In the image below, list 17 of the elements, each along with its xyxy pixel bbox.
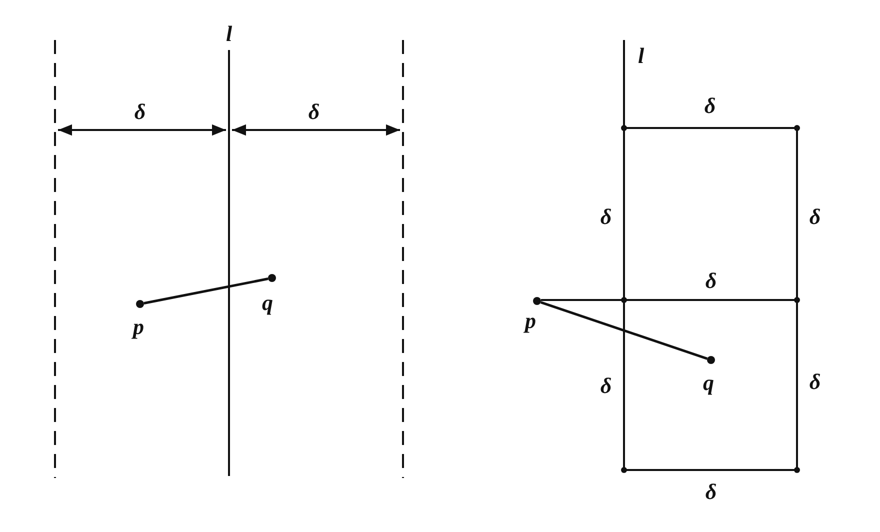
- point-label: q: [703, 372, 714, 394]
- side-label: δ: [809, 206, 821, 228]
- line-segment: [144, 278, 268, 304]
- side-label: δ: [600, 206, 612, 228]
- side-label: δ: [705, 481, 717, 503]
- point-label: q: [262, 292, 273, 314]
- dimension-label: δ: [134, 101, 146, 123]
- side-label: δ: [704, 95, 716, 117]
- side-label: δ: [600, 375, 612, 397]
- axis-label: l: [638, 45, 644, 67]
- point-label: p: [525, 310, 536, 332]
- point-label: p: [133, 316, 144, 338]
- line-segment: [540, 301, 708, 360]
- axis-label: l: [226, 23, 232, 45]
- dimension-label: δ: [308, 101, 320, 123]
- side-label: δ: [705, 270, 717, 292]
- side-label: δ: [809, 371, 821, 393]
